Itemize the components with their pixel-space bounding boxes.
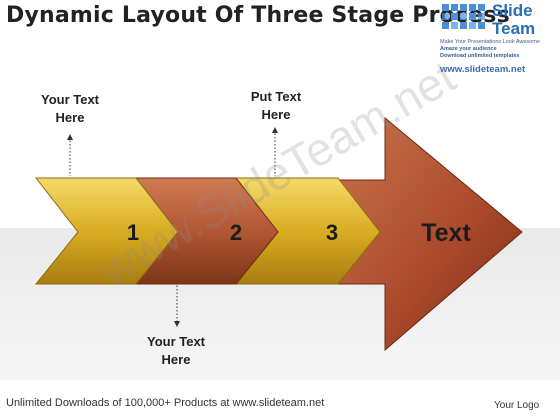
logo-tagline-2: Amaze your audience xyxy=(440,46,497,52)
footer-text: Unlimited Downloads of 100,000+ Products… xyxy=(6,397,325,409)
logo-url: www.slideteam.net xyxy=(440,64,526,75)
connector-top-mid-arrowhead-icon xyxy=(272,127,278,133)
brand-logo: Slide Team Make Your Presentations Look … xyxy=(440,0,558,80)
logo-tagline-3: Download unlimited templates xyxy=(440,53,520,59)
label-top-mid-line1: Put Text xyxy=(250,89,302,104)
label-bottom-line1: Your Text xyxy=(146,334,206,349)
final-arrow-text: Text xyxy=(421,219,471,247)
stage-number-2: 2 xyxy=(230,220,242,245)
stage-number-1: 1 xyxy=(127,220,139,245)
label-top-mid-line2: Here xyxy=(261,107,291,122)
connector-bottom-arrowhead-icon xyxy=(174,321,180,327)
label-top-left-line2: Here xyxy=(55,110,85,125)
label-bottom-line2: Here xyxy=(161,352,191,367)
label-top-mid: Put Text Here xyxy=(236,88,316,124)
connector-top-left-arrowhead-icon xyxy=(67,134,73,140)
footer-logo-placeholder: Your Logo xyxy=(494,400,540,411)
stage-chevron-1 xyxy=(34,177,179,285)
label-top-left-line1: Your Text xyxy=(40,92,100,107)
slide-title: Dynamic Layout Of Three Stage Process xyxy=(6,3,510,28)
stage-number-3: 3 xyxy=(326,220,338,245)
label-top-left: Your Text Here xyxy=(30,91,110,127)
logo-name: Slide Team xyxy=(492,2,535,38)
logo-name-line2: Team xyxy=(492,19,536,38)
logo-tagline-1: Make Your Presentations Look Awesome xyxy=(440,39,540,45)
logo-grid-icon xyxy=(442,4,485,29)
label-bottom: Your Text Here xyxy=(136,333,216,369)
logo-name-line1: Slide xyxy=(492,1,533,20)
